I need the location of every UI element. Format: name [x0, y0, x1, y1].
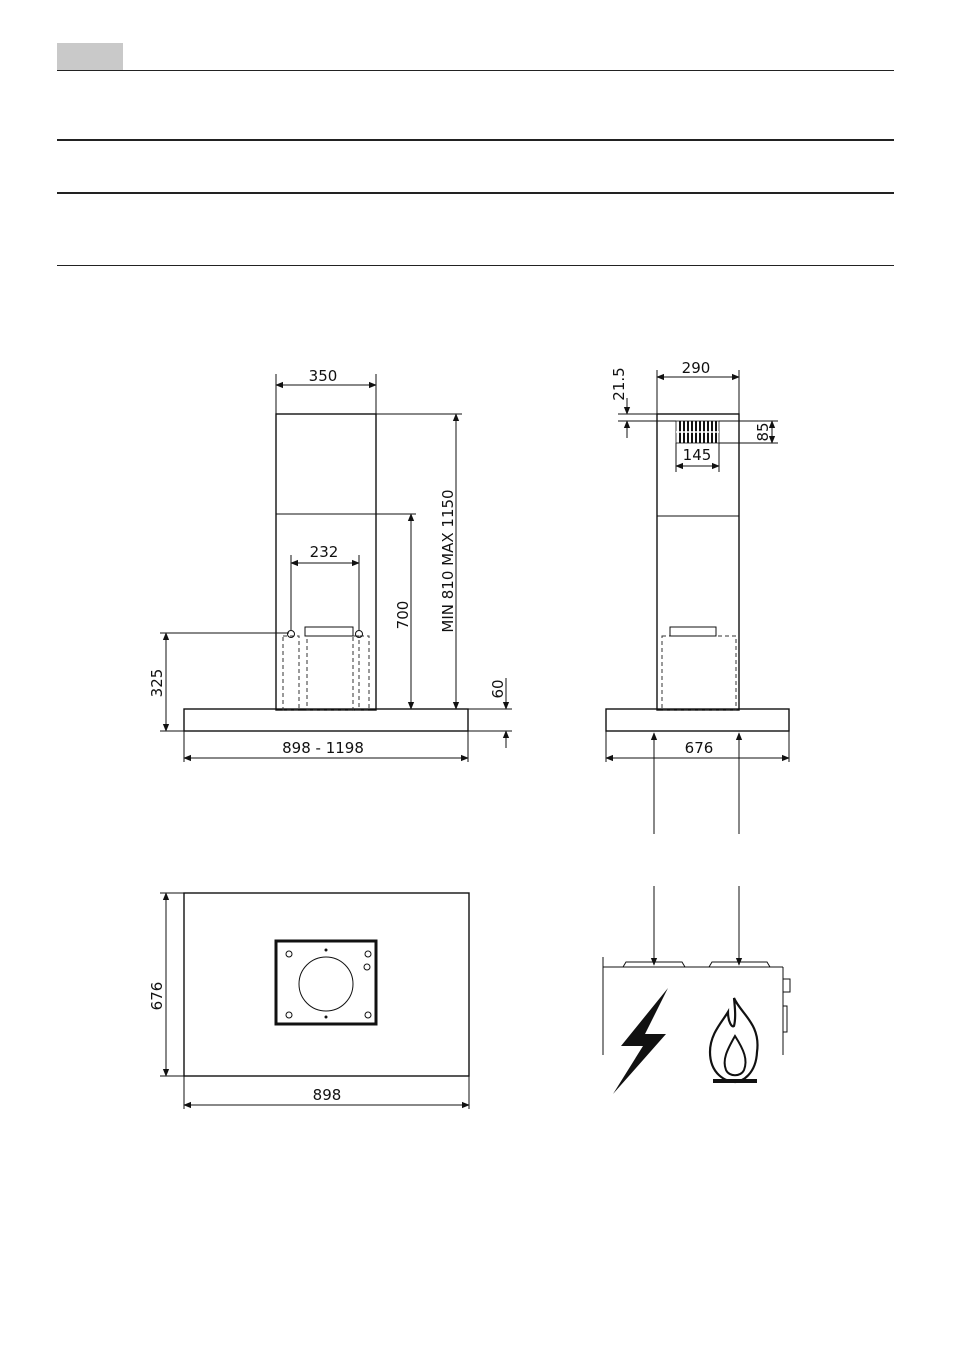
dim-plan-width: 898: [313, 1086, 342, 1104]
motor-flange: [305, 627, 353, 636]
dim-width-range: 898 - 1198: [282, 739, 364, 757]
duct-opening: [299, 957, 353, 1011]
side-motor-outline: [662, 636, 736, 710]
side-canopy: [606, 709, 789, 731]
dim-upper-to-canopy: 700: [394, 601, 412, 630]
mounting-plate: [276, 941, 376, 1024]
dim-chimney-depth: 290: [682, 359, 711, 377]
bracket-left: [283, 636, 299, 710]
front-view: 350 232 MIN 810 MAX 1150 700 325 60 898 …: [148, 367, 512, 762]
dim-chimney-width: 350: [309, 367, 338, 385]
dim-vent-width: 145: [683, 446, 712, 464]
dim-bracket-spacing: 232: [310, 543, 339, 561]
dim-canopy-thickness: 60: [489, 679, 507, 698]
lightning-icon: [613, 988, 668, 1094]
canopy: [184, 709, 468, 731]
vent-grille: [676, 421, 719, 443]
plan-view: 676 898: [148, 893, 469, 1109]
motor-outline: [307, 636, 359, 710]
dim-bracket-height: 325: [148, 669, 166, 698]
plan-outline: [184, 893, 469, 1076]
flame-icon: [710, 998, 758, 1083]
dim-vent-offset: 21.5: [610, 367, 628, 400]
dim-plan-depth: 676: [148, 982, 166, 1011]
bracket-right: [353, 636, 369, 710]
dim-vent-height: 85: [754, 422, 772, 441]
hob-diagram: [603, 886, 790, 1094]
side-view: 290 21.5 85 145 676: [606, 359, 789, 834]
dim-height-range: MIN 810 MAX 1150: [439, 489, 457, 632]
dim-canopy-depth: 676: [685, 739, 714, 757]
